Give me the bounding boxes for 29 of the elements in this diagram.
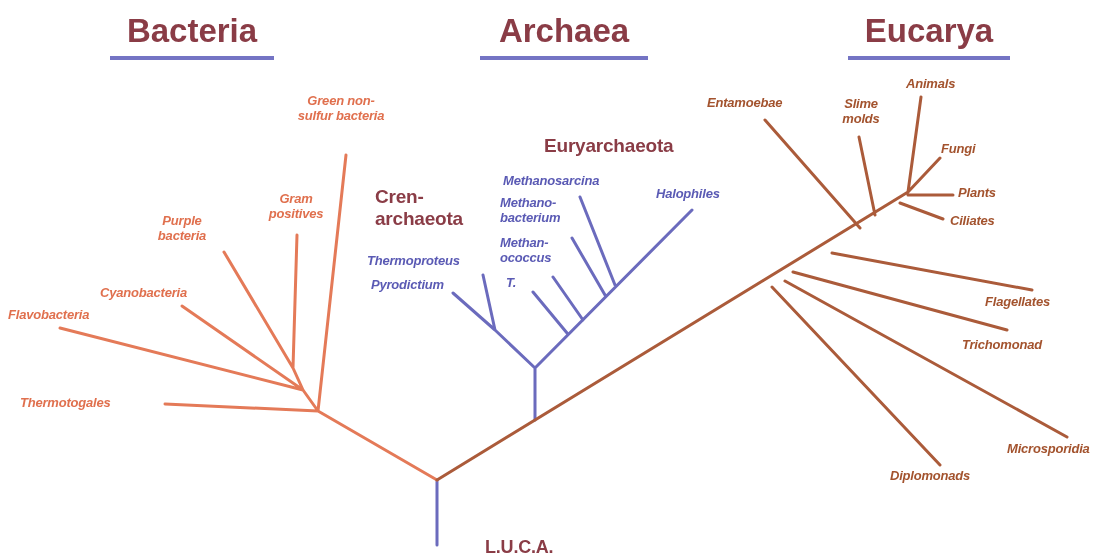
taxon-label: Flavobacteria [8, 308, 91, 323]
taxon-label: Trichomonad [962, 338, 1044, 353]
taxon-label: Gram positives [267, 192, 325, 222]
taxon-label: Methan- ococcus [500, 236, 553, 266]
domain-heading: Archaea [480, 12, 648, 60]
taxon-label: Methano- bacterium [500, 196, 562, 226]
taxon-label: Pyrodictium [371, 278, 445, 293]
taxon-label: Halophiles [656, 187, 721, 202]
taxon-label: Microsporidia [1007, 442, 1091, 457]
taxon-label: Purple bacteria [156, 214, 208, 244]
group-label: Cren- archaeota [375, 186, 464, 230]
taxon-label: T. [506, 276, 518, 291]
taxon-label: Thermoproteus [367, 254, 461, 269]
root-label: L.U.C.A. [485, 537, 555, 558]
taxon-label: Cyanobacteria [100, 286, 188, 301]
taxon-label: Diplomonads [890, 469, 972, 484]
taxon-label: Flagellates [985, 295, 1051, 310]
domain-heading: Eucarya [848, 12, 1010, 60]
taxon-label: Ciliates [950, 214, 996, 229]
taxon-label: Green non-sulfur bacteria [296, 94, 386, 124]
taxon-label: Slime molds [841, 97, 881, 127]
taxon-label: Fungi [941, 142, 977, 157]
taxon-label: Entamoebae [707, 96, 784, 111]
taxon-label: Thermotogales [20, 396, 112, 411]
taxon-label: Plants [958, 186, 997, 201]
domain-heading: Bacteria [110, 12, 274, 60]
taxon-label: Animals [906, 77, 957, 92]
group-label: Euryarchaeota [544, 135, 675, 157]
taxon-label: Methanosarcina [503, 174, 601, 189]
